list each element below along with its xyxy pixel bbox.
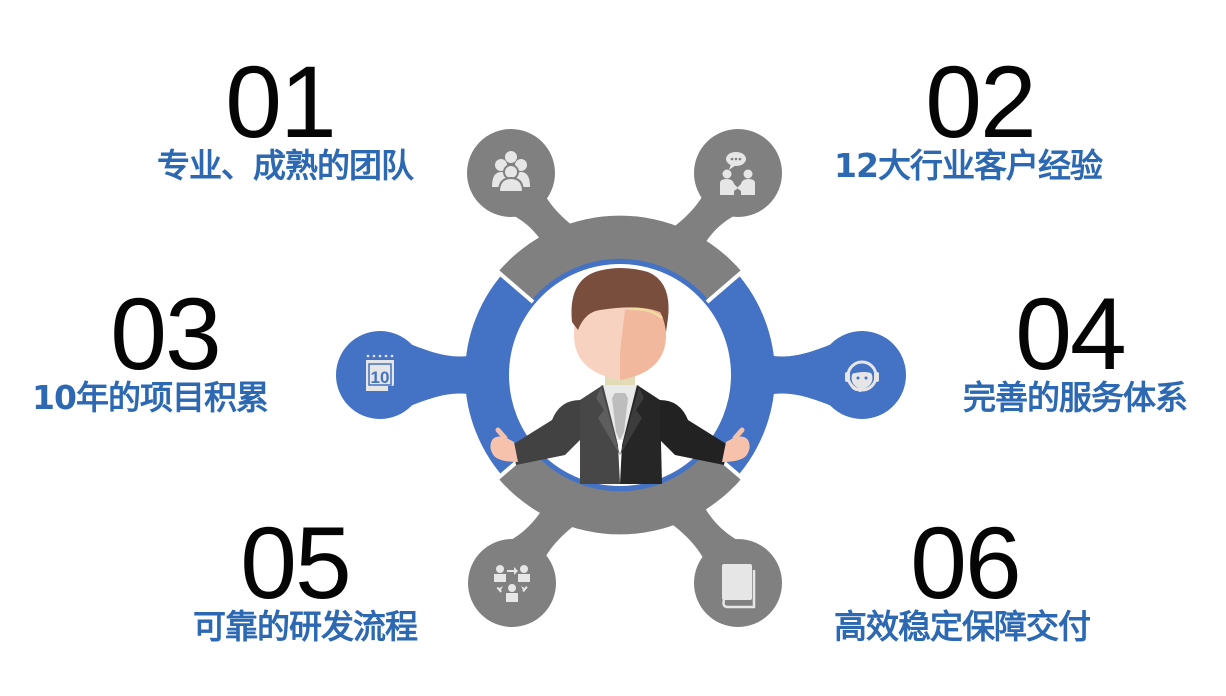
- center-ring: [465, 215, 775, 535]
- item-label: 完善的服务体系: [963, 378, 1188, 417]
- item-01: 01 专业、成熟的团队: [120, 51, 450, 186]
- node-04: [818, 331, 906, 419]
- item-number: 02: [925, 45, 1036, 159]
- item-number: 03: [110, 277, 221, 391]
- item-number: 06: [910, 506, 1021, 620]
- book-icon: [722, 564, 756, 609]
- item-number: 01: [225, 45, 336, 159]
- item-label: 12大行业客户经验: [834, 146, 1103, 185]
- item-label: 10年的项目积累: [32, 378, 269, 417]
- item-label: 可靠的研发流程: [193, 607, 418, 646]
- businessman-illustration: [490, 268, 750, 484]
- svg-text:10: 10: [371, 368, 390, 387]
- item-label: 专业、成熟的团队: [157, 146, 414, 185]
- node-05: [468, 539, 556, 627]
- node-02: [694, 129, 782, 217]
- client-conversation-icon: [720, 152, 755, 195]
- item-number: 05: [240, 506, 351, 620]
- calendar-10-icon: 10: [366, 354, 394, 391]
- item-label: 高效稳定保障交付: [834, 607, 1091, 646]
- item-02: 02 12大行业客户经验: [810, 45, 1150, 186]
- node-06: [694, 539, 782, 627]
- team-group-icon: [492, 151, 530, 193]
- node-03: 10: [336, 331, 424, 419]
- item-03: 03 10年的项目积累: [10, 277, 320, 418]
- node-01: [467, 129, 555, 217]
- item-05: 05 可靠的研发流程: [160, 512, 450, 647]
- customer-service-headset-icon: [845, 360, 879, 392]
- item-04: 04 完善的服务体系: [930, 283, 1220, 418]
- workflow-cycle-icon: [494, 565, 530, 602]
- item-06: 06 高效稳定保障交付: [810, 512, 1140, 647]
- item-number: 04: [1015, 277, 1126, 391]
